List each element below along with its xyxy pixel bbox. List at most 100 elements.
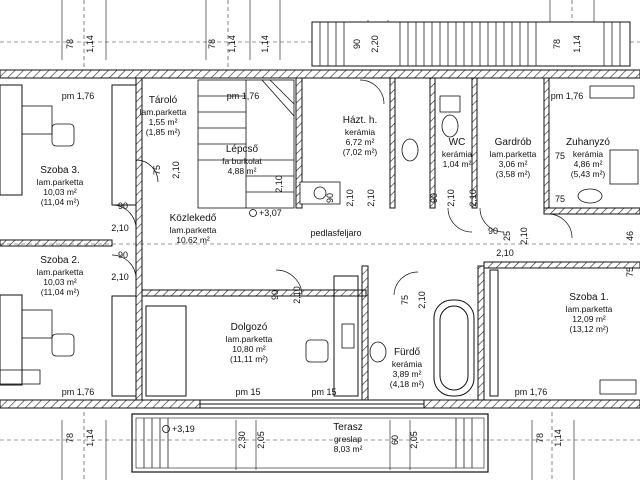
dimension-label: 1,14: [553, 429, 563, 447]
vertical-dimension-labels: 78 1,14 78 1,14 1,14 90 2,20 78 1,14 75 2,10 2,10 90…: [65, 35, 635, 449]
dimension-label: 78: [535, 433, 545, 443]
dimension-label: 46: [625, 231, 635, 241]
dimension-label: 2,10: [274, 175, 284, 193]
room-name: Zuhanyzó: [566, 137, 610, 148]
dimension-label: pm 15: [311, 387, 336, 397]
dimension-label: 90: [325, 193, 335, 203]
dimension-label: 2,05: [409, 431, 419, 449]
dimension-label: 2,10: [111, 272, 129, 282]
dimension-label: 75: [555, 194, 565, 204]
room-material: kerámia: [345, 127, 376, 137]
room-name: Házt. h.: [343, 115, 377, 126]
dimension-label: 2,05: [256, 431, 266, 449]
dimension-label: 1,14: [85, 429, 95, 447]
dimension-label: 2,10: [292, 286, 302, 304]
room-material: lam.parketta: [566, 304, 613, 314]
room-material: lam.parketta: [37, 267, 84, 277]
room-area-alt: (11,04 m²): [41, 287, 80, 297]
dimension-label: 2,10: [496, 248, 514, 258]
room-area: 1,55 m²: [149, 117, 178, 127]
room-name: Közlekedő: [170, 213, 217, 224]
room-area-alt: (11,11 m²): [230, 354, 268, 364]
dimension-label: 90: [352, 39, 362, 49]
dimension-label: 2,20: [370, 35, 380, 53]
dimension-label: 2,10: [111, 223, 129, 233]
room-name: Szoba 3.: [40, 165, 79, 176]
room-material: lam.parketta: [170, 225, 217, 235]
dimension-label: 2,10: [519, 227, 529, 245]
room-material: fa burkolat: [222, 156, 262, 166]
room-area: 6,72 m²: [346, 137, 375, 147]
dimension-label: pm 1,76: [62, 91, 95, 101]
roof-dormer: [311, 21, 631, 67]
room-name: Tároló: [149, 95, 178, 106]
dimension-label: 25: [502, 231, 512, 241]
room-name: Terasz: [333, 422, 362, 433]
dimension-label: 90: [118, 250, 128, 260]
dimension-label: 78: [65, 39, 75, 49]
door-swings: [111, 79, 573, 296]
room-area: 10,03 m²: [43, 187, 77, 197]
elevation-mark: +3,19: [162, 424, 195, 434]
room-area: 12,09 m²: [572, 314, 606, 324]
dimension-label: 1,14: [572, 35, 582, 53]
room-material: kerámia: [442, 149, 473, 159]
room-material: kerámia: [573, 149, 604, 159]
room-area: 10,03 m²: [43, 277, 77, 287]
room-material: greslap: [334, 434, 362, 444]
room-name: Gardrób: [495, 137, 532, 148]
dimension-label: 2,10: [468, 189, 478, 207]
dimension-label: 1,14: [85, 35, 95, 53]
room-area-alt: (1,85 m²): [146, 127, 181, 137]
room-area-alt: (13,12 m²): [569, 324, 608, 334]
dimension-label: 90: [429, 193, 439, 203]
dimension-label: 2,30: [237, 431, 247, 449]
dimension-label: 1,14: [260, 35, 270, 53]
dimension-label: 75: [555, 151, 565, 161]
walls: [0, 69, 640, 409]
dimension-label: 90: [118, 201, 128, 211]
room-name: Szoba 2.: [40, 255, 79, 266]
dimension-label: pm 1,76: [62, 387, 95, 397]
room-material: lam.parketta: [37, 177, 84, 187]
dimension-label: 90: [488, 226, 498, 236]
dimension-label: 75: [625, 267, 635, 277]
wall-outlines: [0, 84, 499, 409]
room-material: kerámia: [392, 359, 423, 369]
windows: [0, 85, 637, 395]
dimension-label: 2,10: [446, 189, 456, 207]
room-area: 3,06 m²: [499, 159, 528, 169]
dimension-label: 78: [552, 39, 562, 49]
dimension-label: 2,10: [345, 189, 355, 207]
staircase: [197, 79, 295, 209]
elevation-symbol-icon: [249, 209, 257, 217]
room-name: Lépcső: [226, 144, 259, 155]
dimension-label: 75: [400, 295, 410, 305]
dimension-label: pedlasfeljaro: [310, 228, 361, 238]
room-area: 4,86 m²: [574, 159, 603, 169]
dimension-label: 2,10: [417, 291, 427, 309]
room-name: Dolgozó: [231, 322, 268, 333]
room-area: 8,03 m²: [334, 444, 363, 454]
room-name: Szoba 1.: [569, 292, 608, 303]
dimension-label: 75: [152, 165, 162, 175]
dimension-label: 2,10: [171, 161, 181, 179]
sanitary-fixtures: [299, 95, 639, 363]
elevation-mark: +3,07: [249, 208, 282, 218]
dimension-label: 2,10: [366, 189, 376, 207]
room-name: Fürdő: [394, 347, 421, 358]
dimension-label: pm 1,76: [551, 91, 584, 101]
dimension-label: 1,14: [227, 35, 237, 53]
room-area-alt: (7,02 m²): [343, 147, 378, 157]
